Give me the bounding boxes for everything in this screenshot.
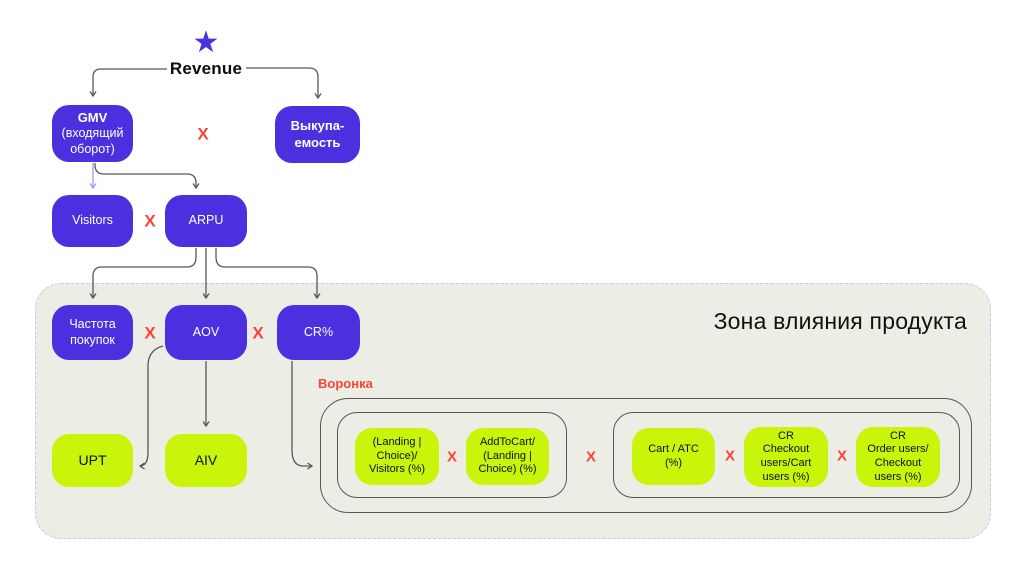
node-gmv-title: GMV <box>77 109 108 125</box>
node-aiv-label: AIV <box>194 451 218 468</box>
node-purchase-frequency-label: Частота покупок <box>69 316 116 347</box>
node-aov-label: AOV <box>192 324 220 339</box>
funnel-step-cr-checkout: CR Checkout users/Cart users (%) <box>744 427 828 487</box>
node-cr: CR% <box>277 305 360 360</box>
multiply-sign: X <box>836 447 848 465</box>
funnel-container <box>320 398 972 513</box>
node-aiv: AIV <box>165 434 247 487</box>
funnel-step-label: CR Checkout users/Cart users (%) <box>760 429 812 483</box>
node-buyout-label: Выкупа- емость <box>290 118 345 150</box>
multiply-sign: X <box>197 124 209 144</box>
multiply-sign: X <box>724 447 736 465</box>
node-cr-label: CR% <box>303 324 334 339</box>
node-arpu: ARPU <box>165 195 247 247</box>
funnel-step-addtocart: AddToCart/ (Landing | Choice) (%) <box>466 428 549 485</box>
node-gmv-subtitle: (входящий оборот) <box>61 126 124 156</box>
zone-title: Зона влияния продукта <box>713 308 967 334</box>
multiply-sign: X <box>585 448 597 466</box>
multiply-sign: X <box>144 211 156 231</box>
node-upt: UPT <box>52 434 133 487</box>
node-gmv: GMV (входящий оборот) <box>52 105 133 162</box>
funnel-step-cr-order: CR Order users/ Checkout users (%) <box>856 427 940 487</box>
node-aov: AOV <box>165 305 247 360</box>
funnel-step-label: (Landing | Choice)/ Visitors (%) <box>368 435 426 476</box>
node-visitors-label: Visitors <box>72 213 113 228</box>
multiply-sign: X <box>144 323 156 343</box>
funnel-step-label: Cart / ATC (%) <box>648 442 699 469</box>
revenue-title: Revenue <box>169 59 243 78</box>
multiply-sign: X <box>446 448 458 466</box>
funnel-step-label: CR Order users/ Checkout users (%) <box>867 429 929 483</box>
node-purchase-frequency: Частота покупок <box>52 305 133 360</box>
node-upt-label: UPT <box>78 451 107 468</box>
funnel-step-cart-atc: Cart / ATC (%) <box>632 428 715 485</box>
node-arpu-label: ARPU <box>188 213 224 228</box>
funnel-group-1 <box>337 412 567 498</box>
funnel-step-label: AddToCart/ (Landing | Choice) (%) <box>478 435 537 476</box>
node-buyout: Выкупа- емость <box>275 106 360 163</box>
star-icon: ★ <box>192 26 220 59</box>
multiply-sign: X <box>252 323 264 343</box>
funnel-title: Воронка <box>318 376 373 391</box>
funnel-group-2 <box>613 412 960 498</box>
funnel-step-landing-choice-visitors: (Landing | Choice)/ Visitors (%) <box>355 428 439 485</box>
node-visitors: Visitors <box>52 195 133 247</box>
